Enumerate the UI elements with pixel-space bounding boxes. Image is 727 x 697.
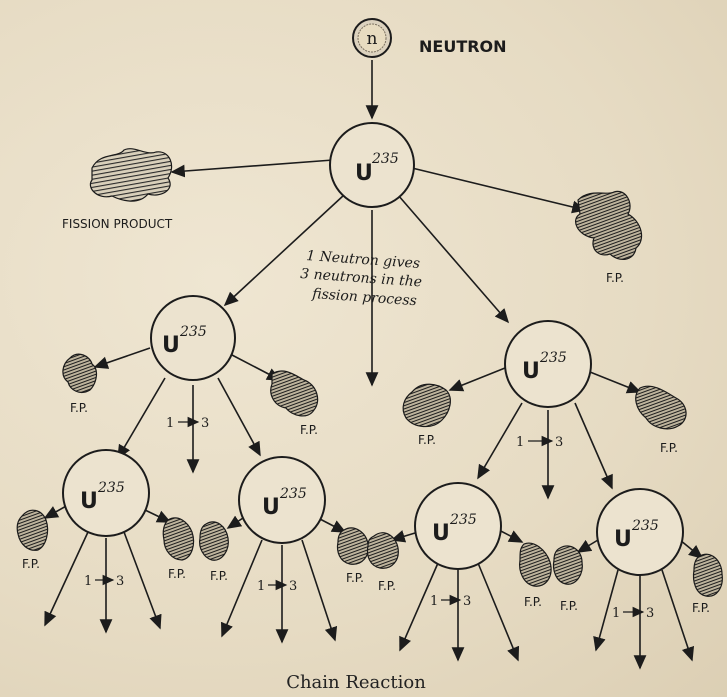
fp-label-b3-left: F.P. xyxy=(378,579,396,593)
ratio-in-3: 1 xyxy=(84,574,92,589)
fission-product-blob-fp-right xyxy=(576,191,642,259)
fp-blob-r-left xyxy=(403,384,450,426)
nucleus-b2-mass: 235 xyxy=(279,486,307,502)
fp-label-r-left: F.P. xyxy=(418,433,436,447)
fp-blob-b1-left xyxy=(17,510,47,550)
fp-label-b1-left: F.P. xyxy=(22,557,40,571)
fp-blob-b3-left xyxy=(368,533,399,568)
nucleus-b1-mass: 235 xyxy=(97,480,125,496)
fp-label-r-right: F.P. xyxy=(660,441,678,455)
arrow-b2-c xyxy=(302,540,335,640)
nucleus-left-symbol: U xyxy=(162,333,180,358)
arrow-b2-fp-right xyxy=(318,518,345,532)
fission-product-blob-large xyxy=(90,149,171,201)
neutron-label: NEUTRON xyxy=(419,37,507,56)
fp-blob-b4-left xyxy=(554,546,583,584)
arrow-r-down-right xyxy=(575,403,612,488)
fp-label-top-right: F.P. xyxy=(606,271,624,285)
arrow-r-fp-left xyxy=(450,368,505,390)
arrow-b1-a xyxy=(45,532,88,625)
arrow-top-fp-left xyxy=(172,160,333,172)
ratio-out-6: 3 xyxy=(646,606,654,621)
arrow-b3-c xyxy=(478,563,518,660)
nucleus-right-mass: 235 xyxy=(539,350,567,366)
arrow-b4-fp-left xyxy=(578,540,598,552)
ratio-in-2: 1 xyxy=(516,435,524,450)
ratio-in-6: 1 xyxy=(612,606,620,621)
arrow-b1-fp-right xyxy=(145,510,170,522)
fission-product-label: FISSION PRODUCT xyxy=(62,217,173,231)
ratio-out-1: 3 xyxy=(201,416,209,431)
ratio-out-3: 3 xyxy=(116,574,124,589)
note-line-3: fission process xyxy=(311,286,418,309)
nucleus-b1-symbol: U xyxy=(80,489,98,514)
ratio-out-5: 3 xyxy=(463,594,471,609)
ratio-in-4: 1 xyxy=(257,579,265,594)
fp-label-l-right: F.P. xyxy=(300,423,318,437)
arrow-l-fp-left xyxy=(95,348,150,367)
neutron-particle: n xyxy=(353,19,391,57)
fp-blob-b2-right xyxy=(338,528,369,564)
arrow-r-fp-right xyxy=(590,372,640,392)
arrow-b1-c xyxy=(124,532,160,628)
nucleus-b3-symbol: U xyxy=(432,521,450,546)
fp-label-l-left: F.P. xyxy=(70,401,88,415)
fp-label-b3-right: F.P. xyxy=(524,595,542,609)
ratio-out-4: 3 xyxy=(289,579,297,594)
nucleus-left-mass: 235 xyxy=(179,324,207,340)
arrow-b2-a xyxy=(222,540,262,636)
arrow-b3-fp-left xyxy=(392,533,415,540)
fp-blob-b4-right xyxy=(694,554,723,596)
nucleus-b2-symbol: U xyxy=(262,495,280,520)
caption: Chain Reaction xyxy=(286,672,426,693)
arrow-b4-c xyxy=(662,570,692,660)
nucleus-top-mass: 235 xyxy=(371,151,399,167)
fp-label-b4-left: F.P. xyxy=(560,599,578,613)
arrow-l-down-right xyxy=(218,378,260,455)
arrow-top-fp-right xyxy=(412,168,585,210)
fp-label-b1-right: F.P. xyxy=(168,567,186,581)
fp-label-b4-right: F.P. xyxy=(692,601,710,615)
nucleus-b4-mass: 235 xyxy=(631,518,659,534)
arrow-l-down-left xyxy=(118,378,165,458)
fp-blob-l-left xyxy=(63,354,97,392)
fp-blob-b3-right xyxy=(520,543,551,586)
nucleus-b4-symbol: U xyxy=(614,527,632,552)
ratio-in-5: 1 xyxy=(430,594,438,609)
fp-blob-l-right xyxy=(271,371,318,416)
arrow-b2-fp-left xyxy=(228,518,243,528)
nucleus-b3-mass: 235 xyxy=(449,512,477,528)
arrow-b4-fp-right xyxy=(680,540,702,558)
neutron-symbol: n xyxy=(367,29,378,49)
fp-blob-b1-right xyxy=(163,518,193,560)
nucleus-top-symbol: U xyxy=(355,161,373,186)
ratio-in-1: 1 xyxy=(166,416,174,431)
fp-label-b2-right: F.P. xyxy=(346,571,364,585)
ratio-out-2: 3 xyxy=(555,435,563,450)
fp-label-b2-left: F.P. xyxy=(210,569,228,583)
fp-blob-r-right xyxy=(636,386,686,429)
nucleus-right-symbol: U xyxy=(522,359,540,384)
fp-blob-b2-left xyxy=(200,522,229,560)
